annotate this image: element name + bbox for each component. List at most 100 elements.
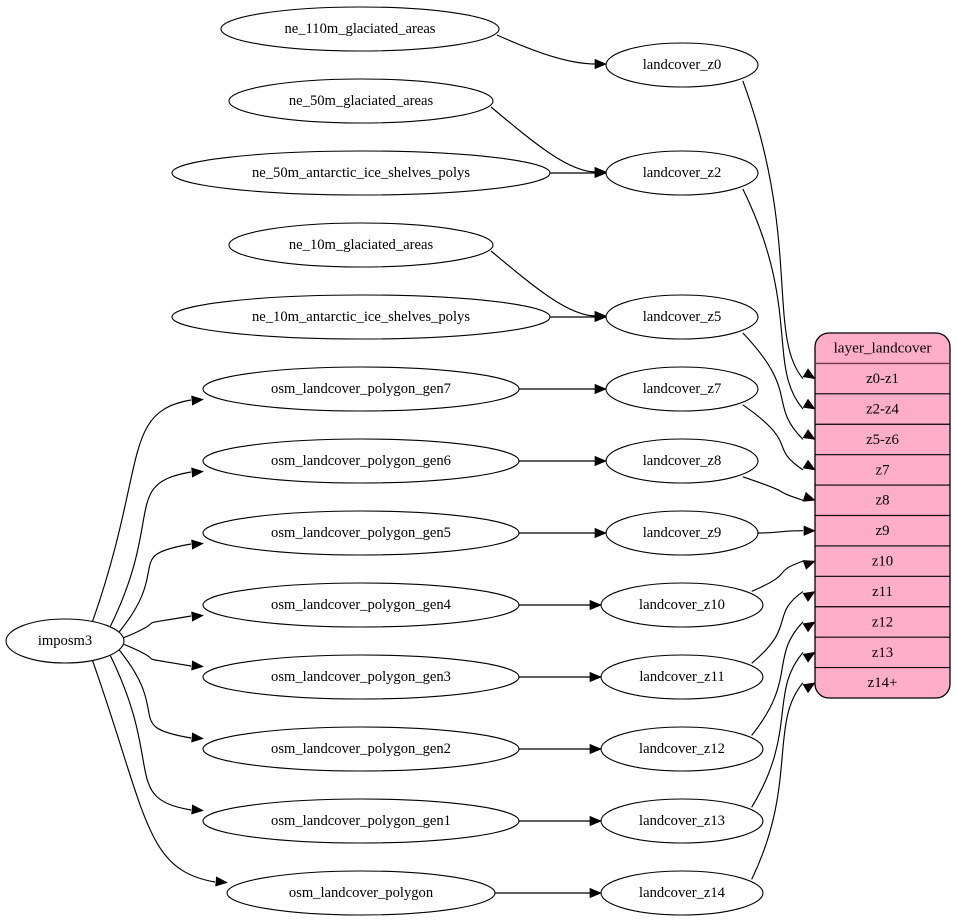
node-label: osm_landcover_polygon_gen2 (271, 741, 451, 757)
node-landcover_z5[interactable]: landcover_z5 (605, 294, 759, 340)
table-row-z9[interactable]: z9 (876, 523, 890, 539)
node-label: osm_landcover_polygon_gen7 (271, 381, 451, 397)
table-row-z12[interactable]: z12 (872, 614, 893, 630)
edge (550, 167, 607, 179)
edge (118, 539, 204, 634)
edge-path (118, 543, 192, 634)
edge (519, 383, 607, 395)
edge-arrowhead (594, 383, 607, 395)
nodes-layer: ne_110m_glaciated_areas ne_50m_glaciated_… (5, 6, 764, 916)
node-osm_landcover_polygon_gen7[interactable]: osm_landcover_polygon_gen7 (202, 366, 520, 412)
node-label: landcover_z13 (639, 813, 725, 829)
table-row-z7[interactable]: z7 (876, 462, 890, 478)
edge (519, 671, 602, 683)
node-osm_landcover_polygon_gen5[interactable]: osm_landcover_polygon_gen5 (202, 510, 520, 556)
node-imposm3[interactable]: imposm3 (5, 618, 125, 664)
edge-arrowhead (802, 651, 816, 663)
table-row-z2-z4[interactable]: z2-z4 (866, 401, 899, 417)
node-osm_landcover_polygon_gen4[interactable]: osm_landcover_polygon_gen4 (202, 582, 520, 628)
node-label: ne_10m_glaciated_areas (289, 237, 434, 253)
edge-path (742, 404, 804, 471)
node-label: ne_50m_antarctic_ice_shelves_polys (252, 165, 470, 181)
node-osm_landcover_polygon_gen1[interactable]: osm_landcover_polygon_gen1 (202, 798, 520, 844)
node-landcover_z8[interactable]: landcover_z8 (605, 438, 759, 484)
node-ellipse (605, 294, 759, 340)
table-row-z0-z1[interactable]: z0-z1 (866, 371, 899, 387)
edge (757, 525, 816, 536)
edge-path (118, 648, 192, 739)
edge-arrowhead (802, 368, 816, 380)
edge (751, 560, 816, 592)
edge-arrowhead (589, 599, 602, 611)
node-osm_landcover_polygon_gen6[interactable]: osm_landcover_polygon_gen6 (202, 438, 520, 484)
node-ellipse (202, 654, 520, 700)
node-landcover_z7[interactable]: landcover_z7 (605, 366, 759, 412)
node-ellipse (600, 582, 764, 628)
node-landcover_z0[interactable]: landcover_z0 (605, 42, 759, 88)
edge-arrowhead (215, 876, 228, 887)
edge-arrowhead (594, 455, 607, 467)
node-landcover_z9[interactable]: landcover_z9 (605, 510, 759, 556)
edge (751, 651, 816, 808)
node-label: landcover_z8 (643, 453, 722, 469)
edge-arrowhead (802, 560, 816, 570)
node-ellipse (226, 870, 496, 916)
node-landcover_z12[interactable]: landcover_z12 (600, 726, 764, 772)
node-landcover_z13[interactable]: landcover_z13 (600, 798, 764, 844)
edge (742, 80, 816, 380)
table-row-z14+[interactable]: z14+ (868, 675, 898, 691)
edge-path (109, 654, 192, 811)
node-osm_landcover_polygon_gen3[interactable]: osm_landcover_polygon_gen3 (202, 654, 520, 700)
node-ellipse (605, 150, 759, 196)
node-osm_landcover_polygon[interactable]: osm_landcover_polygon (226, 870, 496, 916)
table-row-z5-z6[interactable]: z5-z6 (866, 432, 899, 448)
edge (118, 648, 204, 743)
node-ne_110m_glaciated_areas[interactable]: ne_110m_glaciated_areas (220, 6, 500, 52)
edge-path (757, 530, 804, 534)
node-ellipse (605, 438, 759, 484)
node-ellipse (605, 510, 759, 556)
table-row-z11[interactable]: z11 (872, 584, 893, 600)
node-label: landcover_z10 (639, 597, 725, 613)
node-ellipse (5, 618, 125, 664)
node-label: osm_landcover_polygon_gen4 (271, 597, 452, 613)
edge-arrowhead (594, 58, 607, 70)
node-landcover_z2[interactable]: landcover_z2 (605, 150, 759, 196)
table-row-z13[interactable]: z13 (872, 645, 893, 661)
edge-path (91, 660, 216, 883)
edge (742, 188, 816, 410)
edge (550, 311, 607, 323)
edge-arrowhead (589, 887, 602, 899)
layer-landcover-table[interactable]: layer_landcoverz0-z1z2-z4z5-z6z7z8z9z10z… (814, 332, 951, 699)
node-label: osm_landcover_polygon (289, 885, 434, 901)
edge (751, 682, 816, 880)
table-row-z10[interactable]: z10 (872, 554, 893, 570)
edge-path (91, 399, 192, 622)
node-ne_50m_glaciated_areas[interactable]: ne_50m_glaciated_areas (228, 78, 494, 124)
node-ne_10m_antarctic_ice_shelves_polys[interactable]: ne_10m_antarctic_ice_shelves_polys (171, 294, 551, 340)
edge (742, 404, 816, 471)
node-landcover_z14[interactable]: landcover_z14 (600, 870, 764, 916)
node-ellipse (605, 42, 759, 88)
edge-arrowhead (589, 815, 602, 827)
node-landcover_z11[interactable]: landcover_z11 (600, 654, 764, 700)
edge-path (742, 188, 804, 410)
edge-path (742, 476, 804, 501)
node-ellipse (202, 798, 520, 844)
node-landcover_z10[interactable]: landcover_z10 (600, 582, 764, 628)
node-ellipse (171, 150, 551, 196)
edge (518, 743, 602, 755)
edge-arrowhead (191, 611, 204, 622)
edge-arrowhead (594, 311, 607, 323)
node-ne_10m_glaciated_areas[interactable]: ne_10m_glaciated_areas (228, 222, 494, 268)
node-osm_landcover_polygon_gen2[interactable]: osm_landcover_polygon_gen2 (202, 726, 520, 772)
node-ne_50m_antarctic_ice_shelves_polys[interactable]: ne_50m_antarctic_ice_shelves_polys (171, 150, 551, 196)
node-label: landcover_z9 (643, 525, 722, 541)
node-ellipse (605, 366, 759, 412)
edge-path (742, 332, 804, 440)
edge-arrowhead (589, 671, 602, 683)
edge-path (496, 34, 597, 65)
table-row-z8[interactable]: z8 (876, 493, 890, 509)
edge (519, 455, 607, 467)
